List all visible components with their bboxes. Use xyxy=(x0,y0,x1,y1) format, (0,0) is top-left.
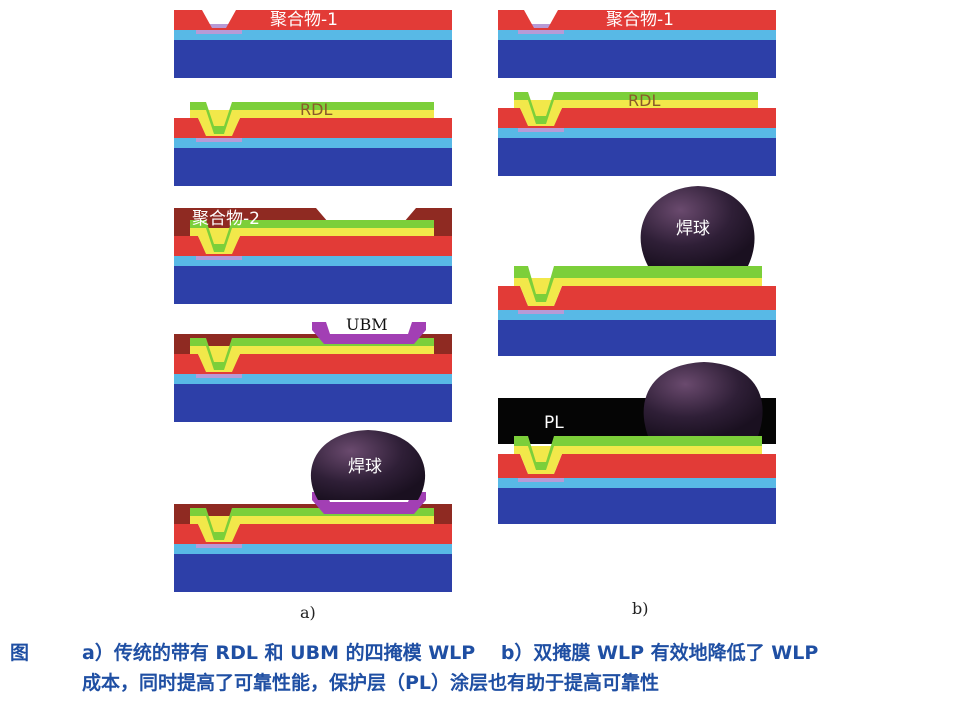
passivation-layer xyxy=(174,544,452,554)
step-b2: RDL xyxy=(498,91,776,176)
polymer1-label: 聚合物-1 xyxy=(270,10,338,30)
passivation-layer xyxy=(174,138,452,148)
substrate-layer xyxy=(174,148,452,186)
step-b1: 聚合物-1 xyxy=(498,10,776,78)
caption-line-1: a）传统的带有 RDL 和 UBM 的四掩模 WLP b）双掩膜 WLP 有效地… xyxy=(82,642,819,664)
rdl-yellow-layer xyxy=(190,110,434,136)
ubm-label: UBM xyxy=(346,315,388,334)
substrate-layer xyxy=(498,138,776,176)
sub-label-a: a) xyxy=(300,603,316,622)
polymer1-layer xyxy=(498,108,776,128)
substrate-layer xyxy=(498,40,776,78)
caption-line-2: 成本，同时提高了可靠性能，保护层（PL）涂层也有助于提高可靠性 xyxy=(82,672,660,694)
solder-label-a: 焊球 xyxy=(348,457,382,477)
step-a3: 聚合物-2 xyxy=(174,208,452,304)
rdl-yellow-layer xyxy=(190,346,434,372)
wlp-process-diagram: 聚合物-1 RDL 聚合物-2 UBM xyxy=(174,10,776,592)
polymer1-label-b: 聚合物-1 xyxy=(606,10,674,30)
rdl-green-layer xyxy=(190,220,434,252)
substrate-layer xyxy=(174,384,452,422)
solder-label-b: 焊球 xyxy=(676,219,710,239)
rdl-green-layer xyxy=(514,266,762,302)
polymer1-layer xyxy=(174,10,452,30)
polymer1-layer xyxy=(498,286,776,310)
rdl-label-b: RDL xyxy=(628,91,660,110)
polymer1-layer xyxy=(498,10,776,30)
sub-label-b: b) xyxy=(632,599,649,618)
rdl-yellow-layer xyxy=(514,278,762,306)
polymer1-layer xyxy=(174,118,452,138)
solder-ball-a xyxy=(310,430,426,500)
step-a2: RDL xyxy=(174,100,452,186)
solder-ball-pl xyxy=(643,362,763,436)
polymer2-label: 聚合物-2 xyxy=(192,209,260,229)
passivation-layer xyxy=(498,310,776,320)
step-b3: 焊球 xyxy=(498,186,776,356)
rdl-green-layer xyxy=(190,102,434,134)
step-a1: 聚合物-1 xyxy=(174,10,452,78)
rdl-green-layer xyxy=(190,338,434,370)
rdl-yellow-layer xyxy=(514,100,758,126)
solder-ball-b xyxy=(640,186,755,266)
rdl-yellow-layer xyxy=(190,228,434,254)
rdl-green-layer xyxy=(514,92,758,124)
passivation-layer xyxy=(174,30,452,40)
ubm-layer xyxy=(312,322,426,344)
polymer1-layer xyxy=(174,354,452,374)
rdl-yellow-layer xyxy=(514,446,762,474)
polymer1-layer xyxy=(498,454,776,478)
passivation-layer xyxy=(498,478,776,488)
polymer1-layer xyxy=(174,524,452,544)
step-a5: 焊球 xyxy=(174,430,452,592)
substrate-layer xyxy=(174,266,452,304)
ubm-layer xyxy=(312,492,426,514)
rdl-green-layer xyxy=(514,436,762,470)
rdl-yellow-layer xyxy=(190,516,434,542)
substrate-layer xyxy=(174,40,452,78)
polymer1-layer xyxy=(174,236,452,256)
caption-prefix: 图 xyxy=(10,642,30,664)
passivation-layer xyxy=(498,128,776,138)
passivation-layer xyxy=(174,256,452,266)
rdl-green-layer xyxy=(190,508,434,540)
passivation-layer xyxy=(498,30,776,40)
step-a4: UBM xyxy=(174,315,452,422)
step-b4: PL xyxy=(498,362,776,524)
substrate-layer xyxy=(498,488,776,524)
rdl-label-a: RDL xyxy=(300,100,332,119)
passivation-layer xyxy=(174,374,452,384)
substrate-layer xyxy=(498,320,776,356)
substrate-layer xyxy=(174,554,452,592)
pl-label: PL xyxy=(544,413,564,433)
